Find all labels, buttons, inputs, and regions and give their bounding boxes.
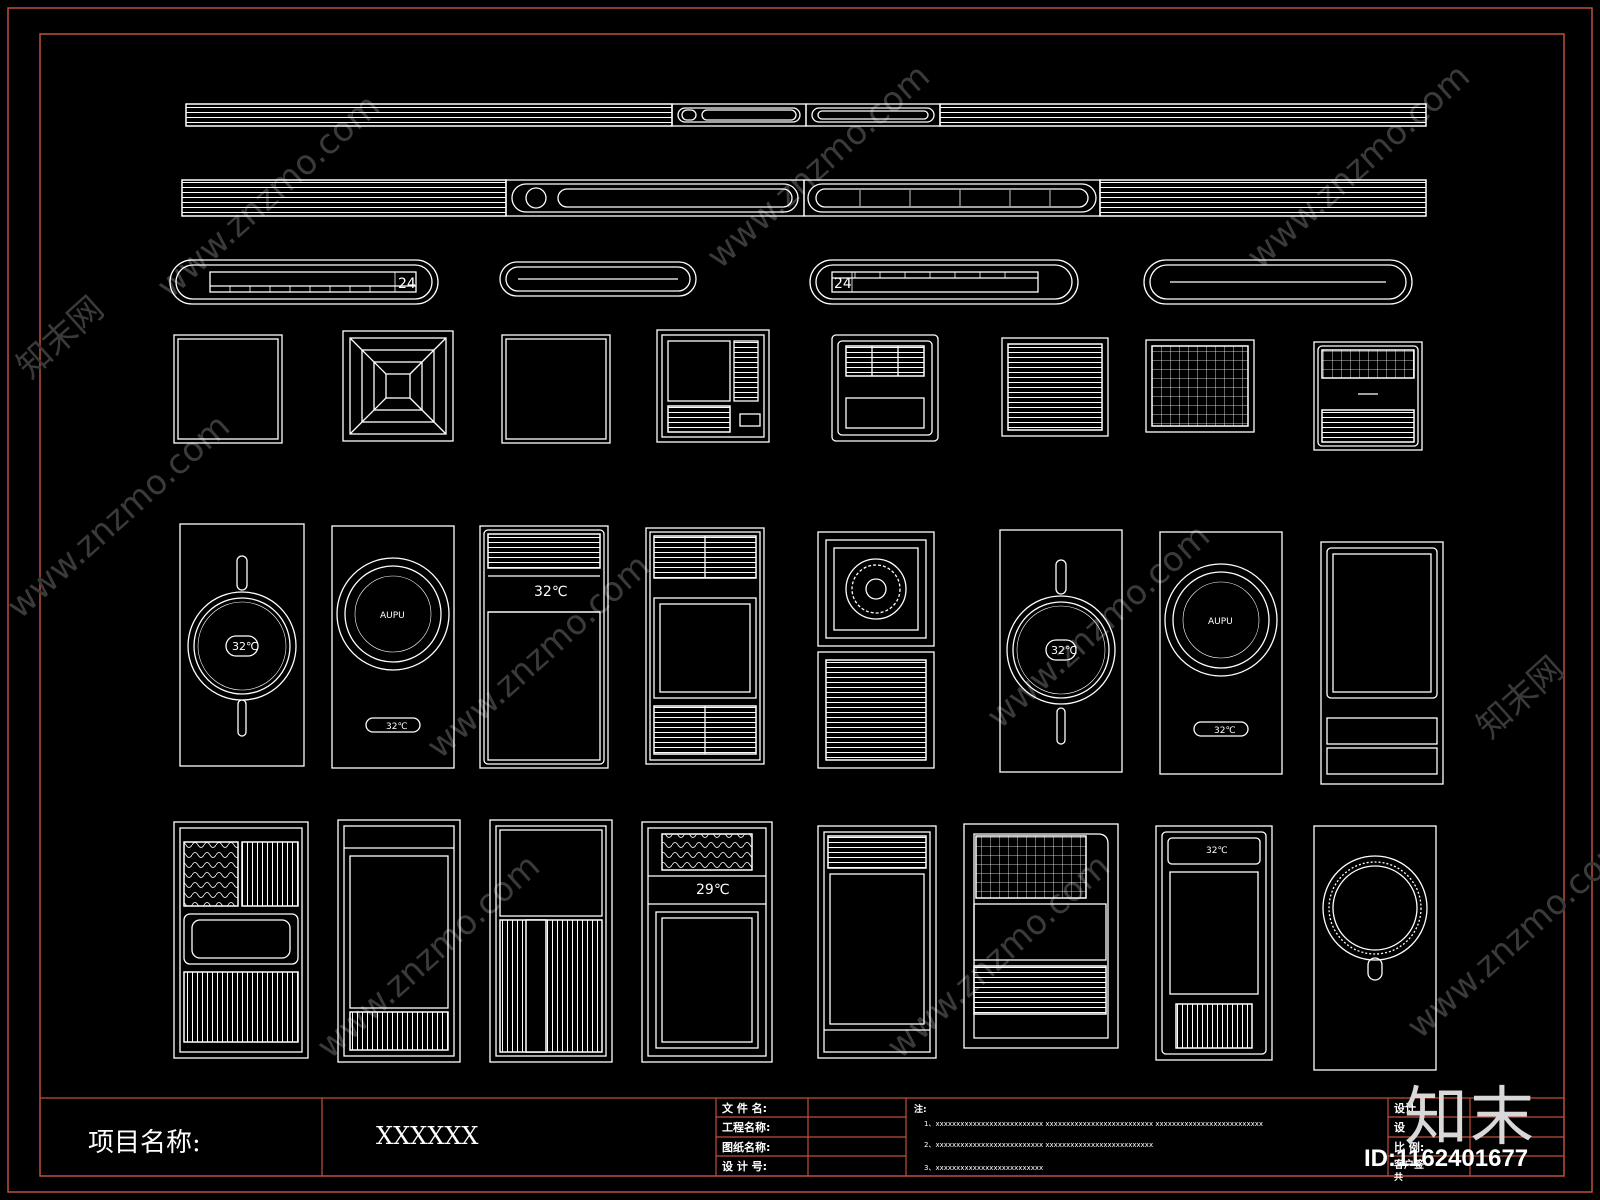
sheet-outer-border xyxy=(7,7,1593,1193)
tall-panel-r1-2 xyxy=(331,525,455,769)
device-labels: 32℃ 32℃ AUPU 32℃ 32℃ AUPU 32℃ 29℃ 32℃ 24… xyxy=(232,276,1236,898)
tall-panel-r2-8 xyxy=(1313,825,1437,1071)
tall-panel-r1-8 xyxy=(1320,541,1444,785)
square-panel-2 xyxy=(342,330,454,442)
watermark-logo: 知末 xyxy=(1404,1081,1536,1155)
tall-panel-r1-6 xyxy=(999,529,1123,773)
capsule-unit-1 xyxy=(169,259,439,305)
linear-heater-bar-2 xyxy=(181,179,1427,217)
square-panel-1 xyxy=(173,334,283,444)
field-drawing-name: 图纸名称: xyxy=(722,1140,770,1154)
square-panel-3 xyxy=(501,334,611,444)
tall-panel-r1-5 xyxy=(817,531,935,769)
temp-readout: 32℃ xyxy=(1051,644,1077,657)
watermark-text: www.znzmo.com xyxy=(1239,56,1478,277)
watermark-id: ID:1162401677 xyxy=(1364,1145,1529,1172)
title-block-fields: 文 件 名: 工程名称: 图纸名称: 设 计 号: 注: 1、xxxxxxxxx… xyxy=(722,1101,1425,1183)
right-field: 共 xyxy=(1394,1171,1403,1183)
capsule-unit-4 xyxy=(1143,259,1413,305)
temp-readout: 32℃ xyxy=(1206,846,1228,856)
square-panel-8 xyxy=(1313,341,1423,451)
temp-readout: 32℃ xyxy=(386,722,408,732)
square-panel-6 xyxy=(1001,337,1109,437)
field-design-no: 设 计 号: xyxy=(722,1159,767,1173)
sheet-inner-border xyxy=(39,33,1565,1177)
watermark-text: 知末网 xyxy=(9,289,112,387)
temp-readout: 32℃ xyxy=(534,584,568,600)
note-label: 注: xyxy=(914,1103,927,1115)
number-24: 24 xyxy=(398,276,416,292)
project-name-label: 项目名称: xyxy=(88,1128,201,1158)
right-field: 设 xyxy=(1394,1120,1406,1134)
watermark-text: www.znzmo.com xyxy=(419,546,658,767)
linear-heater-bar-1 xyxy=(185,103,1427,127)
tall-panel-r2-4 xyxy=(641,821,773,1063)
note-line-1: 1、xxxxxxxxxxxxxxxxxxxxxxxxxx xxxxxxxxxxx… xyxy=(924,1120,1263,1128)
tall-panel-r2-6 xyxy=(963,823,1119,1049)
field-project-name: 工程名称: xyxy=(722,1120,770,1134)
brand-label: AUPU xyxy=(380,611,405,621)
temp-readout: 32℃ xyxy=(232,640,258,653)
tall-panel-r2-3 xyxy=(489,819,613,1063)
right-field: 客户签 xyxy=(1393,1158,1425,1171)
capsule-unit-2 xyxy=(499,261,697,297)
watermark-text: 知末网 xyxy=(1469,649,1572,747)
tall-panel-r2-2 xyxy=(337,819,461,1063)
watermark-text: www.znzmo.com xyxy=(1399,826,1600,1047)
temp-readout: 32℃ xyxy=(1214,726,1236,736)
capsule-unit-3 xyxy=(809,259,1079,305)
tall-panel-r2-1 xyxy=(173,821,309,1059)
title-block-frame xyxy=(40,1097,1564,1176)
watermark-text: www.znzmo.com xyxy=(979,516,1218,737)
right-field: 比 例: xyxy=(1394,1140,1424,1154)
tall-panel-r1-1 xyxy=(179,523,305,767)
note-line-3: 3、xxxxxxxxxxxxxxxxxxxxxxxxxx xyxy=(924,1164,1043,1172)
tall-panel-r1-4 xyxy=(645,527,765,765)
tall-panel-r1-3 xyxy=(479,525,609,769)
project-name-value: XXXXXX xyxy=(376,1122,479,1150)
temp-readout: 29℃ xyxy=(696,882,730,898)
tall-panel-r2-5 xyxy=(817,825,937,1059)
right-field: 设计 xyxy=(1394,1101,1416,1115)
note-line-2: 2、xxxxxxxxxxxxxxxxxxxxxxxxxx xxxxxxxxxxx… xyxy=(924,1141,1153,1149)
brand-label: AUPU xyxy=(1208,617,1233,627)
watermark-text: www.znzmo.com xyxy=(699,56,938,277)
square-panel-4 xyxy=(656,329,770,443)
field-file-name: 文 件 名: xyxy=(722,1101,767,1115)
square-panel-7 xyxy=(1145,339,1255,433)
tall-panel-r1-7 xyxy=(1159,531,1283,775)
number-24: 24 xyxy=(834,276,852,292)
square-panel-5 xyxy=(831,334,939,442)
tall-panel-r2-7 xyxy=(1155,825,1273,1061)
